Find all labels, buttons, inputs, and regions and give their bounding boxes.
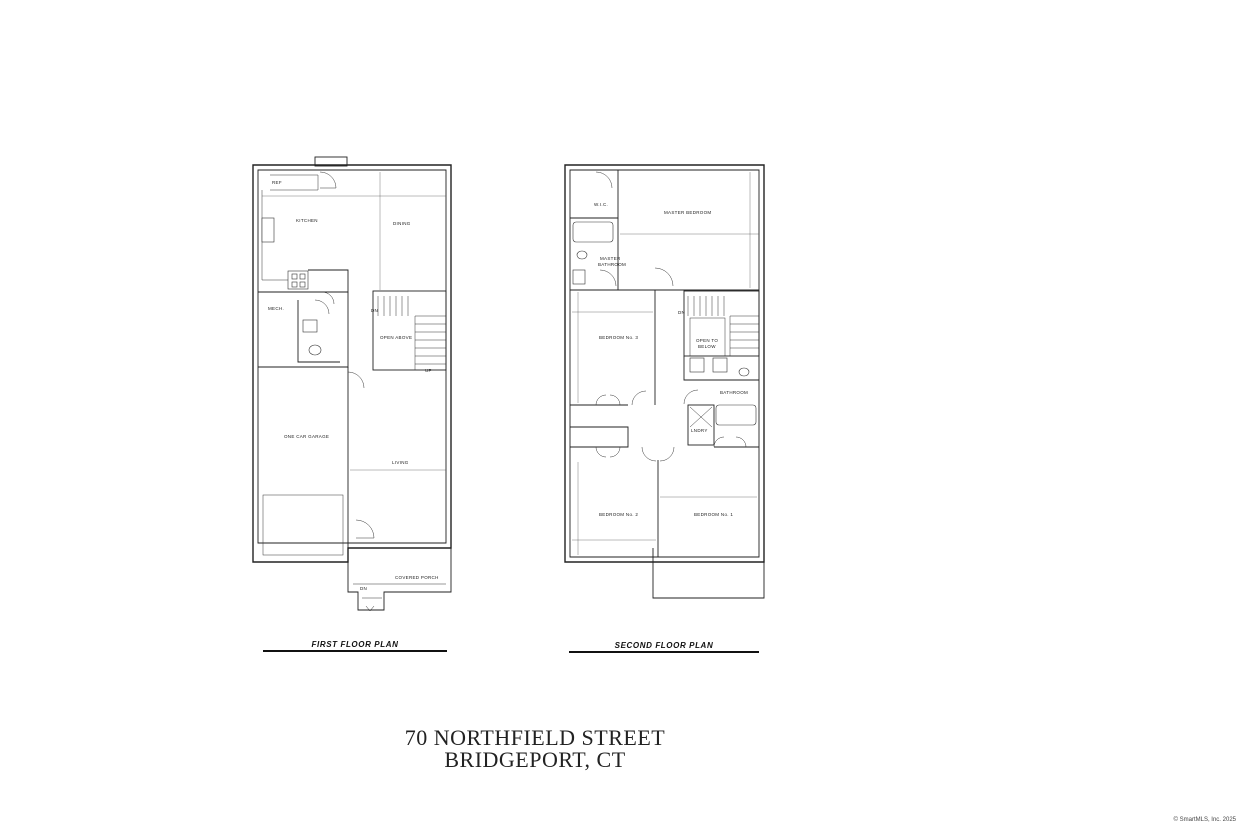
first-floor-stair-well (372, 290, 447, 371)
porch-dn-label: DN (360, 586, 367, 591)
address-line-2: BRIDGEPORT, CT (444, 747, 626, 772)
mech-label: MECH. (268, 306, 284, 311)
address-line-1: 70 NORTHFIELD STREET (404, 725, 666, 750)
master-shower (572, 269, 586, 285)
kitchen-label: KITCHEN (296, 218, 318, 223)
second-floor-caption: SECOND FLOOR PLAN (614, 641, 714, 650)
first-floor-dn-label: DN (371, 308, 378, 313)
range-burner (299, 273, 306, 280)
living-label: LIVING (392, 460, 409, 465)
bath-door-swing (314, 299, 330, 315)
master-bathroom-label-1: MASTER (600, 256, 621, 261)
wic-label: W.I.C. (594, 202, 608, 207)
first-floor-stair-treads (377, 296, 446, 370)
master-bathtub (572, 221, 614, 243)
range-burner (299, 281, 306, 288)
master-toilet (576, 250, 588, 260)
copyright-text: © SmartMLS, Inc. 2025 (1173, 817, 1236, 823)
second-floor-stair-well (683, 290, 760, 357)
pantry-wall (308, 269, 349, 293)
first-floor-up-label: UP (425, 368, 432, 373)
second-floor-plan: W.I.C. MASTER BEDROOM MASTER BATHROOM BE… (564, 164, 765, 599)
covered-porch-label: COVERED PORCH (395, 575, 439, 580)
open-to-below-label-2: BELOW (698, 344, 716, 349)
porch-down-arrow-icon (365, 605, 375, 612)
front-door-swing (355, 519, 375, 539)
hall-bath-wall (683, 356, 759, 381)
pantry-door-swing (321, 291, 335, 305)
garage-door-opening (262, 494, 344, 556)
bathroom-label: BATHROOM (720, 390, 748, 395)
first-floor-inner-wall (257, 169, 447, 544)
wic-door-swing (595, 171, 613, 189)
bedroom2-door (641, 446, 657, 462)
hall-bath-door (683, 389, 699, 405)
second-floor-stair-treads (687, 296, 759, 356)
first-floor-outer-wall (252, 164, 452, 563)
kitchen-door-swing (319, 171, 337, 189)
master-bathroom-label-2: BATHROOM (598, 262, 626, 267)
powder-toilet (308, 344, 322, 356)
hall-bath-sink (689, 357, 705, 373)
open-above-label: OPEN ABOVE (380, 335, 412, 340)
master-bedroom-label: MASTER BEDROOM (664, 210, 711, 215)
laundry-x (689, 406, 713, 428)
laundry-closet (687, 404, 715, 446)
master-bedroom-door (654, 267, 674, 287)
dining-label: DINING (393, 221, 411, 226)
master-bath-door (599, 269, 617, 287)
range-burner (291, 273, 298, 280)
bedroom1-label: BEDROOM No. 1 (694, 512, 733, 517)
ref-label: REF (272, 180, 282, 185)
garage-entry-door (347, 371, 365, 389)
bedroom3-door (631, 390, 647, 406)
powder-sink (302, 319, 318, 333)
bedroom1-closet-doors (713, 436, 747, 448)
laundry-label: LNDRY (691, 428, 708, 433)
first-floor-vent-bump (314, 156, 348, 167)
second-floor-roof-below (652, 548, 765, 599)
wic-wall (570, 170, 619, 219)
garage-label: ONE CAR GARAGE (284, 434, 329, 439)
bedroom2-closet-doors (595, 446, 621, 458)
first-floor-caption-underline (263, 650, 447, 652)
kitchen-sink (261, 217, 275, 243)
bedroom3-closet-doors (595, 394, 621, 406)
open-to-below-label-1: OPEN TO (696, 338, 718, 343)
kitchen-upper-counter (270, 174, 319, 191)
open-to-below-area (689, 317, 726, 357)
second-floor-caption-underline (569, 651, 759, 653)
second-floor-inner-wall (569, 169, 760, 558)
bathroom-wall (297, 300, 340, 363)
range-burner (291, 281, 298, 288)
bedroom3-label: BEDROOM No. 3 (599, 335, 638, 340)
hall-bath-sink (712, 357, 728, 373)
hall-bathtub (715, 404, 757, 426)
hall-bath-toilet (738, 367, 750, 377)
first-floor-plan: REF KITCHEN DINING MECH. DN OPEN ABOVE U… (252, 156, 452, 612)
bedroom1-door (659, 446, 675, 462)
closet-row (570, 426, 629, 448)
bedroom2-label: BEDROOM No. 2 (599, 512, 638, 517)
first-floor-caption: FIRST FLOOR PLAN (311, 640, 399, 649)
second-floor-dn-label: DN (678, 310, 685, 315)
